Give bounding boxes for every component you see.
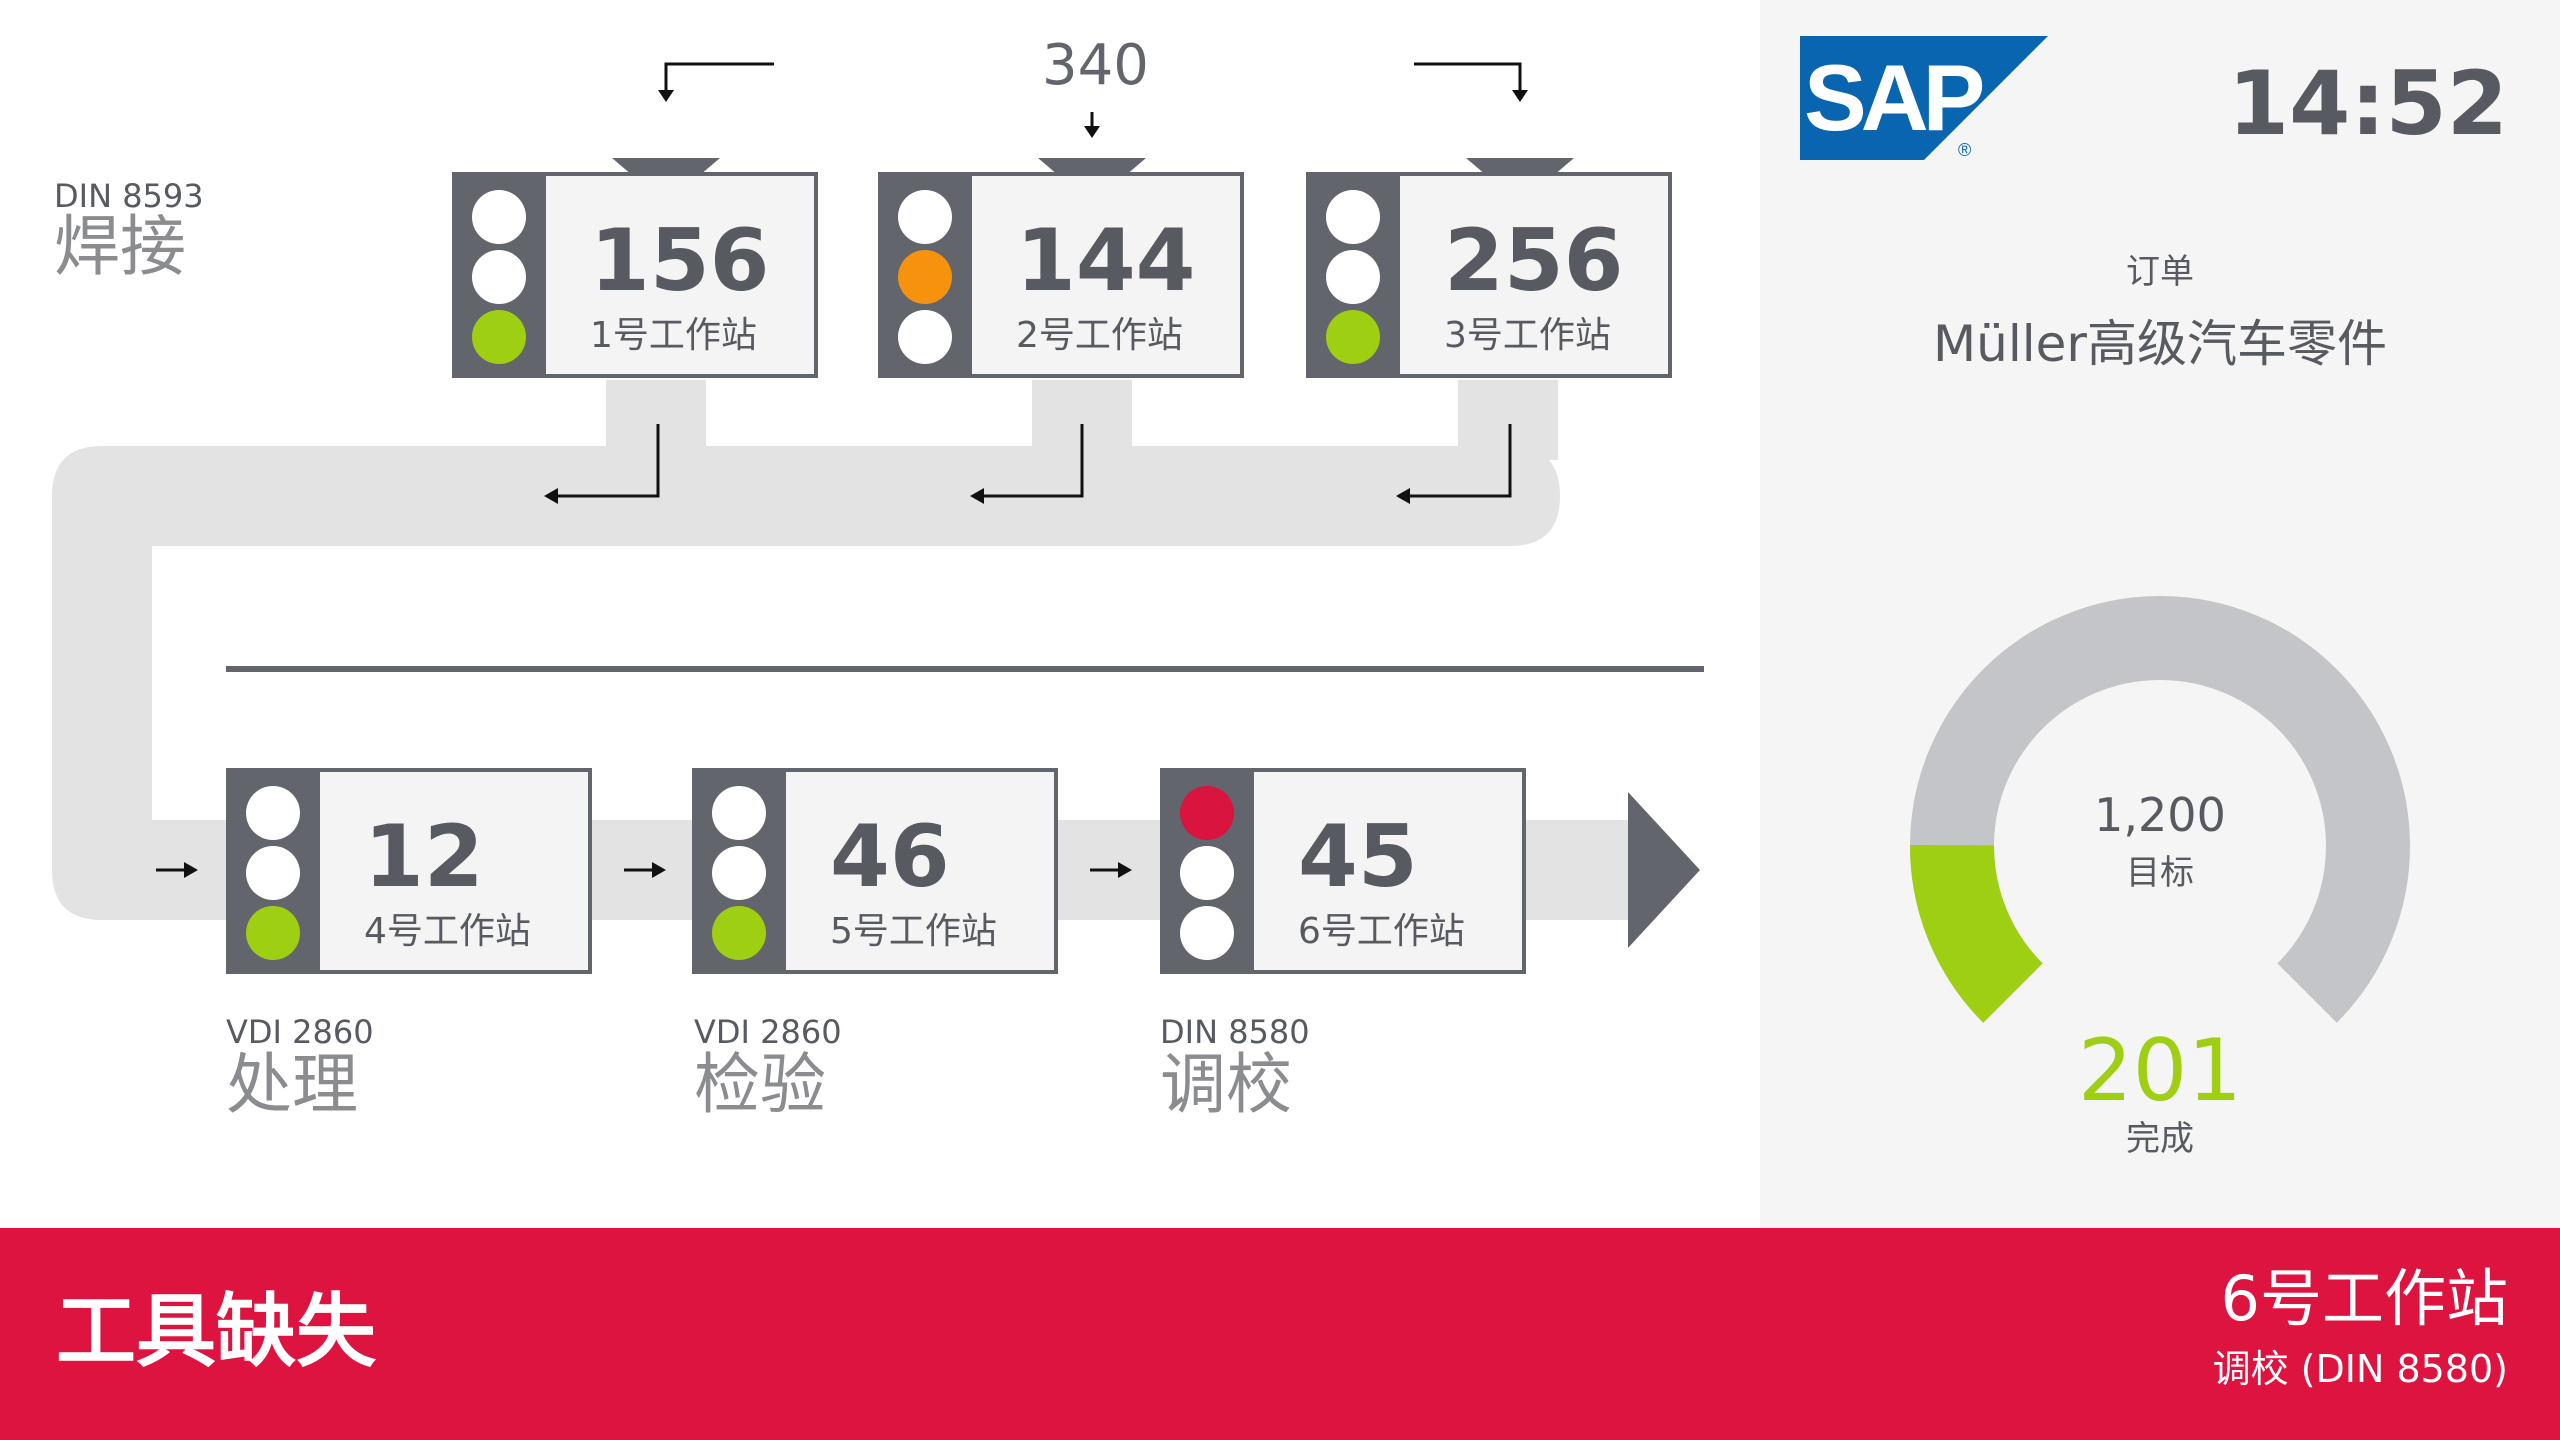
top-arrow-right-head — [1512, 90, 1528, 102]
light-top — [1326, 190, 1380, 244]
top-arrow-center-head — [1084, 126, 1100, 138]
station-6-card[interactable]: 45 6号工作站 — [1160, 768, 1526, 974]
processing-label: 处理 — [226, 1046, 358, 1123]
left-track — [52, 496, 230, 920]
connector-3 — [1458, 380, 1558, 460]
top-arrow-left — [664, 62, 774, 92]
top-arrow-left-head — [658, 90, 674, 102]
lower-arrow-1-head — [184, 862, 198, 878]
calibration-code: DIN 8580 — [1160, 1013, 1310, 1051]
traffic-light — [230, 772, 320, 970]
light-top — [246, 786, 300, 840]
light-top — [1180, 786, 1234, 840]
sap-logo: SAP ® — [1800, 36, 2048, 160]
light-top — [898, 190, 952, 244]
completed-label: 完成 — [2126, 1119, 2194, 1159]
light-bottom — [1180, 906, 1234, 960]
completed-value: 201 — [2077, 1021, 2243, 1121]
light-bottom — [1326, 310, 1380, 364]
gauge-fill — [1910, 844, 2044, 1023]
light-top — [712, 786, 766, 840]
processing-code: VDI 2860 — [226, 1013, 374, 1051]
alert-station: 6号工作站 — [2220, 1262, 2508, 1335]
station-5-card[interactable]: 46 5号工作站 — [692, 768, 1058, 974]
station-1-card[interactable]: 156 1号工作站 — [452, 172, 818, 378]
upper-track — [52, 446, 1560, 596]
calibration-label: 调校 — [1160, 1046, 1292, 1123]
traffic-light — [696, 772, 786, 970]
elbow-arrow-1 — [556, 424, 660, 498]
station-label: 3号工作站 — [1444, 315, 1611, 356]
station-count: 45 — [1298, 807, 1418, 907]
elbow-arrow-3-head — [1396, 488, 1410, 504]
traffic-light — [456, 176, 546, 374]
light-middle — [898, 250, 952, 304]
alert-title: 工具缺失 — [56, 1285, 376, 1378]
light-bottom — [712, 906, 766, 960]
goal-label: 目标 — [2126, 853, 2194, 893]
inspection-code: VDI 2860 — [694, 1013, 842, 1051]
section-divider — [226, 666, 1704, 672]
station-label: 6号工作站 — [1298, 911, 1465, 952]
station-count: 256 — [1444, 211, 1624, 311]
light-middle — [712, 846, 766, 900]
lower-arrow-2-head — [652, 862, 666, 878]
traffic-light — [882, 176, 972, 374]
light-middle — [246, 846, 300, 900]
clock-time: 14:52 — [2227, 52, 2508, 155]
light-bottom — [246, 906, 300, 960]
order-customer: Müller高级汽车零件 — [1933, 315, 2387, 373]
station-count: 156 — [590, 211, 770, 311]
elbow-arrow-2 — [982, 424, 1084, 498]
light-bottom — [898, 310, 952, 364]
lower-arrow-3-head — [1118, 862, 1132, 878]
alert-banner[interactable]: 工具缺失 6号工作站 调校 (DIN 8580) — [0, 1228, 2560, 1440]
station-count: 12 — [364, 807, 484, 907]
light-middle — [1326, 250, 1380, 304]
elbow-arrow-1-head — [544, 488, 558, 504]
sap-logo-text: SAP — [1804, 45, 1983, 150]
station-3-card[interactable]: 256 3号工作站 — [1306, 172, 1672, 378]
station-label: 1号工作站 — [590, 315, 757, 356]
elbow-arrow-3 — [1408, 424, 1512, 498]
light-middle — [472, 250, 526, 304]
light-bottom — [472, 310, 526, 364]
welding-label: 焊接 — [54, 208, 186, 285]
station-count: 46 — [830, 807, 950, 907]
top-arrow-right — [1414, 62, 1522, 92]
station-label: 2号工作站 — [1016, 315, 1183, 356]
station-4-card[interactable]: 12 4号工作站 — [226, 768, 592, 974]
light-middle — [1180, 846, 1234, 900]
goal-value: 1,200 — [2094, 788, 2226, 842]
light-top — [472, 190, 526, 244]
station-count: 144 — [1016, 211, 1196, 311]
traffic-light — [1164, 772, 1254, 970]
alert-subtitle: 调校 (DIN 8580) — [2212, 1347, 2508, 1391]
station-label: 5号工作站 — [830, 911, 997, 952]
traffic-light — [1310, 176, 1400, 374]
svg-text:®: ® — [1958, 140, 1971, 160]
welding-code: DIN 8593 — [54, 177, 204, 215]
elbow-arrow-2-head — [970, 488, 984, 504]
station-2-card[interactable]: 144 2号工作站 — [878, 172, 1244, 378]
incoming-quantity: 340 — [1042, 33, 1149, 98]
inspection-label: 检验 — [694, 1046, 826, 1123]
progress-gauge — [1910, 596, 2410, 1023]
order-label: 订单 — [2126, 252, 2194, 292]
flow-end-arrow — [1628, 792, 1700, 948]
station-label: 4号工作站 — [364, 911, 531, 952]
connector-1 — [606, 380, 706, 460]
